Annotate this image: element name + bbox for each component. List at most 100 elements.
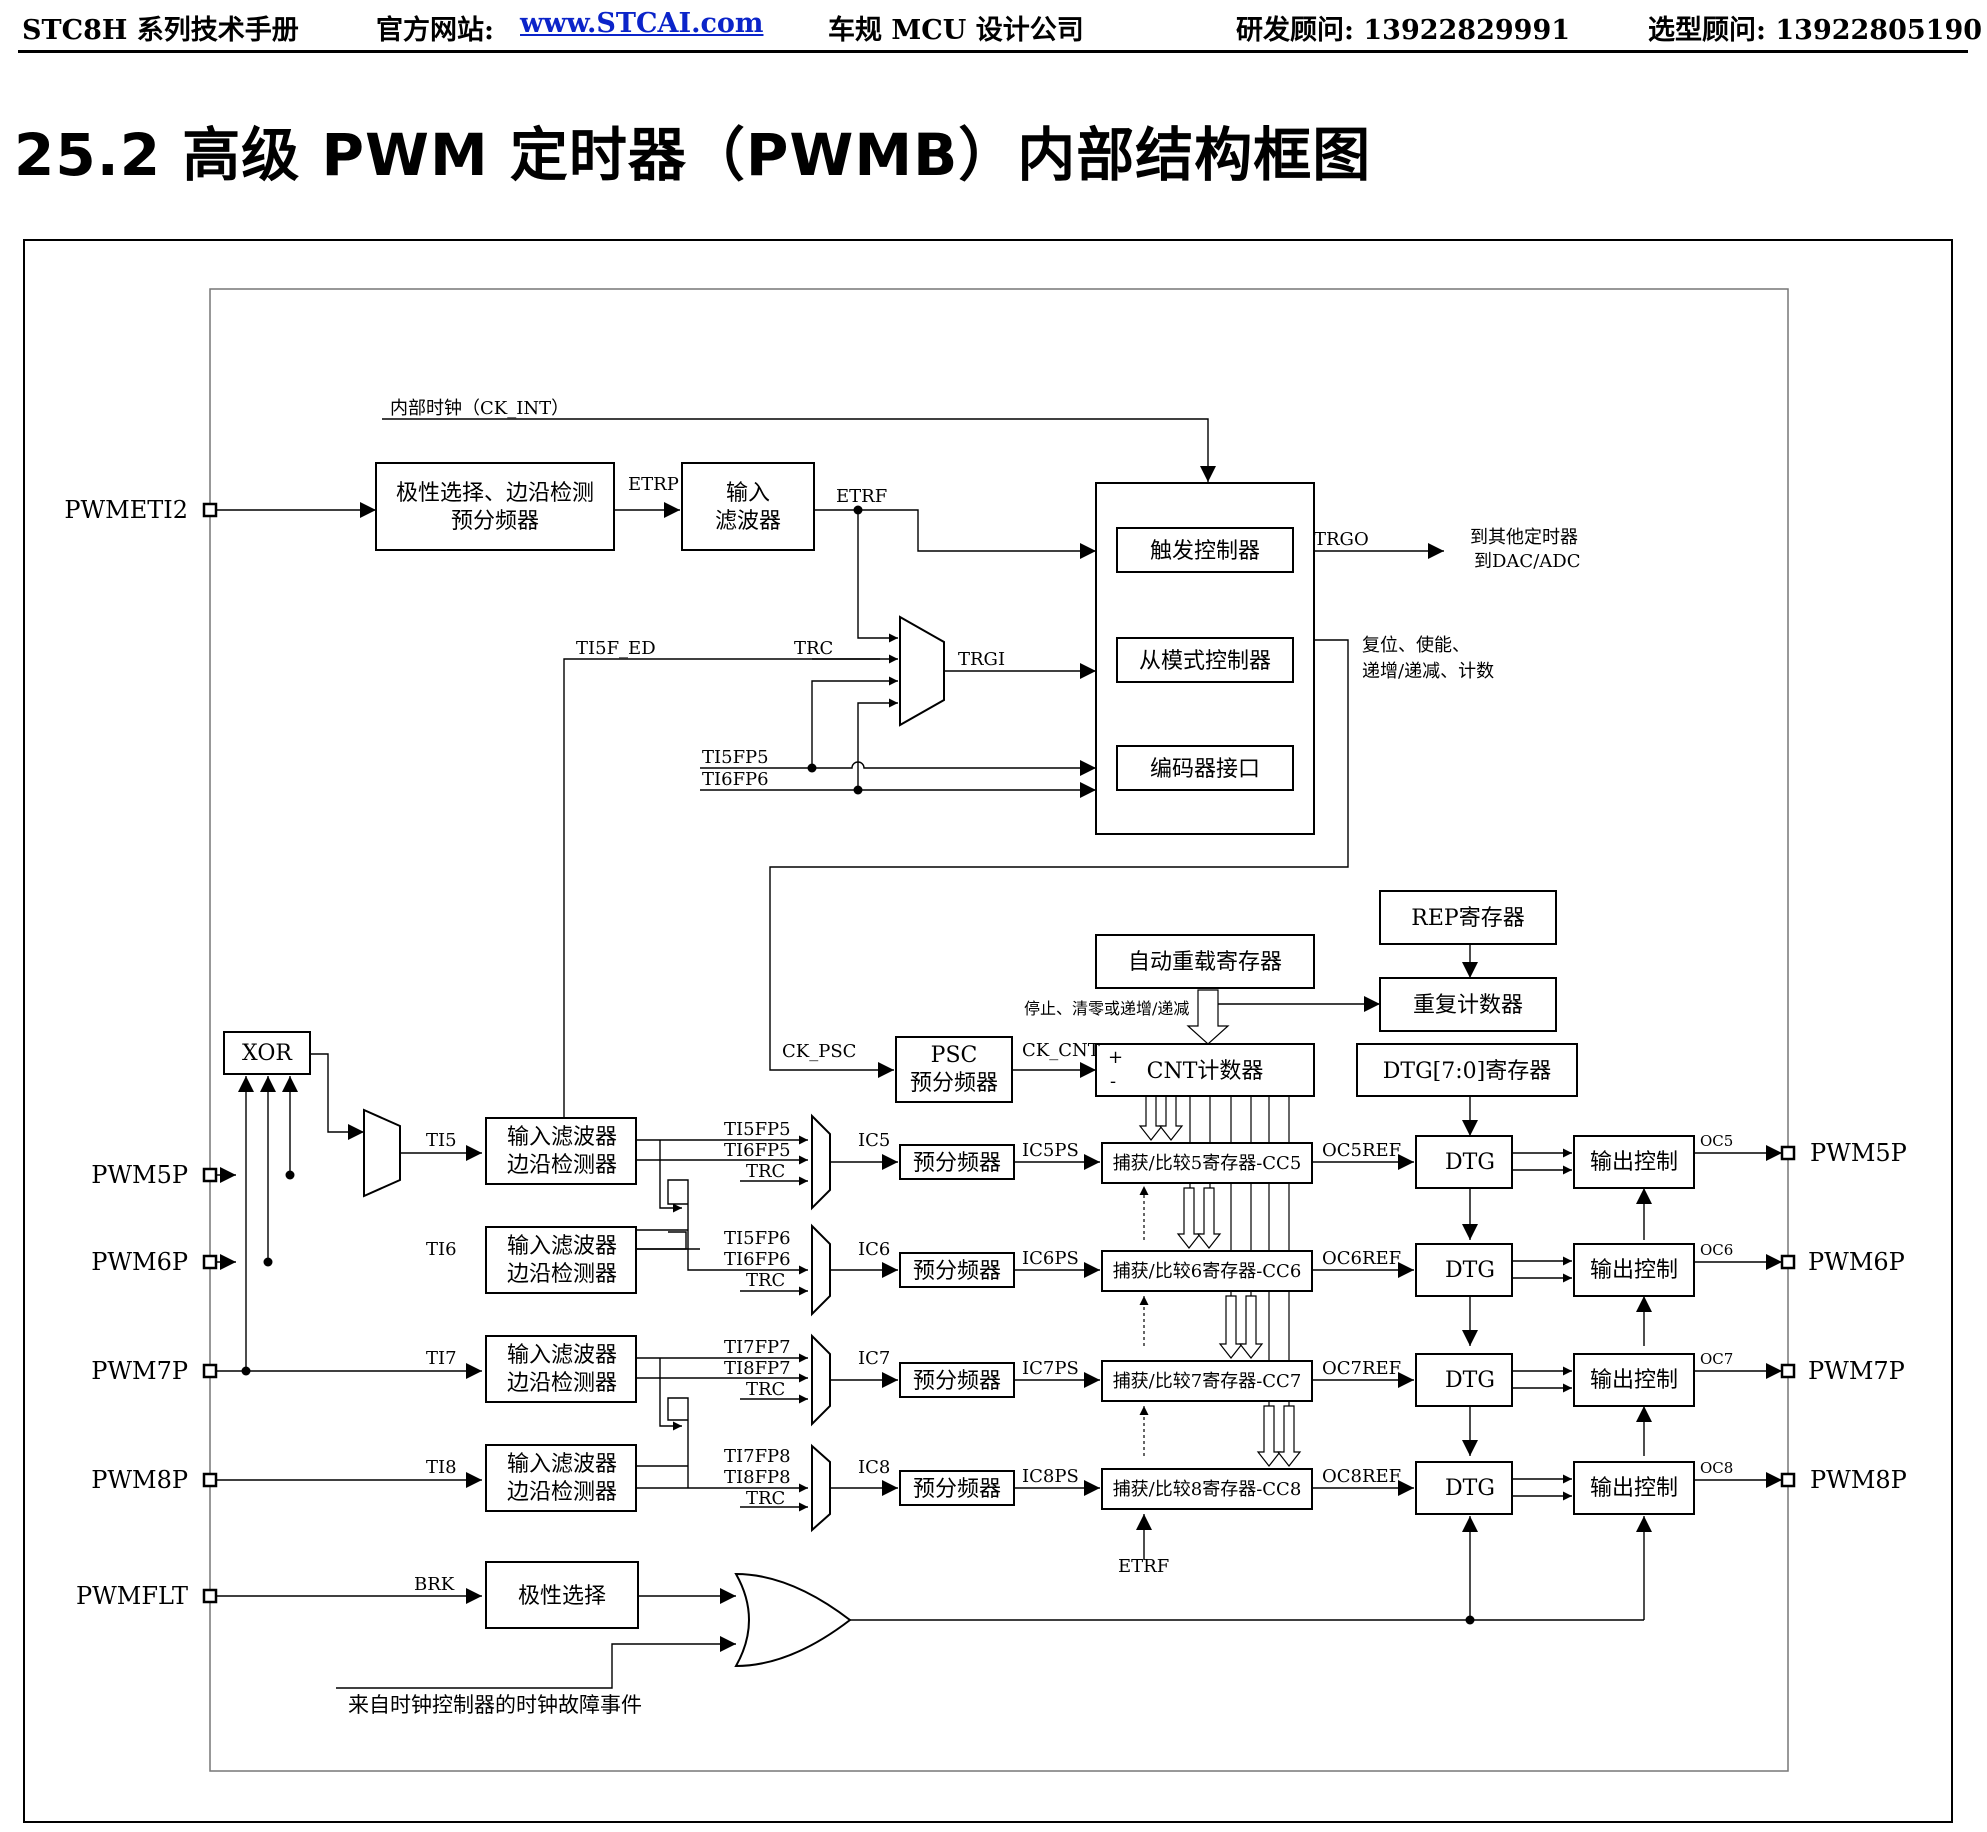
pin-pwmflt-marker: [202, 1588, 218, 1604]
pin-pwm7p-out-marker: [1780, 1363, 1796, 1379]
sig-oc7: OC7: [1700, 1350, 1733, 1368]
pin-pwm6p-out-marker: [1780, 1254, 1796, 1270]
sig-stop-clear: 停止、清零或递增/递减: [1024, 999, 1189, 1018]
sig-trgo: TRGO: [1314, 529, 1369, 550]
trigger-ctrl-label: 触发控制器: [1150, 539, 1260, 564]
site-link[interactable]: www.STCAI.com: [520, 8, 764, 39]
repeat-counter-label: 重复计数器: [1413, 993, 1523, 1018]
rd-consultant: 研发顾问: 13922829991: [1236, 15, 1571, 46]
sig-ch7-trc: TRC: [746, 1379, 785, 1400]
sig-trgi: TRGI: [958, 649, 1005, 670]
sig-ck-psc: CK_PSC: [782, 1041, 856, 1062]
polarity-label: 极性选择: [518, 1584, 606, 1609]
pin-pwm8p-out-marker: [1780, 1472, 1796, 1488]
psc-label-2: 预分频器: [910, 1071, 998, 1096]
sig-plus: +: [1108, 1047, 1123, 1068]
pin-pwmeti2-label: PWMETI2: [64, 496, 188, 524]
sig-ti7: TI7: [426, 1348, 457, 1369]
sel-consultant: 选型顾问: 13922805190: [1648, 15, 1983, 46]
cc7-label: 捕获/比较7寄存器-CC7: [1113, 1371, 1302, 1392]
encoder-if-block: [1116, 745, 1294, 791]
sig-oc8: OC8: [1700, 1459, 1733, 1477]
sig-oc7ref: OC7REF: [1322, 1358, 1401, 1379]
sig-ch8-a: TI7FP8: [724, 1446, 791, 1467]
pin-pwm6p-in-marker: [202, 1254, 218, 1270]
pin-pwm7p-in-marker: [202, 1363, 218, 1379]
prescaler8-label: 预分频器: [913, 1477, 1001, 1502]
rep-reg-label: REP寄存器: [1411, 906, 1524, 931]
sig-ic8: IC8: [858, 1457, 890, 1478]
sig-oc6ref: OC6REF: [1322, 1248, 1401, 1269]
sig-ic7: IC7: [858, 1348, 890, 1369]
cnt-label: CNT计数器: [1147, 1059, 1264, 1084]
out-ctrl8-label: 输出控制: [1590, 1476, 1678, 1501]
sig-ch8-b: TI8FP8: [724, 1467, 791, 1488]
sig-ch7-a: TI7FP7: [724, 1337, 791, 1358]
auto-reload-label: 自动重载寄存器: [1128, 950, 1282, 975]
sig-oc8ref: OC8REF: [1322, 1466, 1401, 1487]
sig-reset-2: 递增/递减、计数: [1362, 661, 1494, 682]
pin-pwm5p-in-label: PWM5P: [91, 1161, 188, 1189]
section-title: 25.2 高级 PWM 定时器（PWMB）内部结构框图: [14, 121, 1372, 189]
dtg5-label: DTG: [1445, 1150, 1495, 1175]
filt5-label-1: 输入滤波器: [507, 1125, 617, 1150]
dtg-reg-block: [1356, 1043, 1578, 1097]
sig-ic6: IC6: [858, 1239, 890, 1260]
filt7-label-2: 边沿检测器: [507, 1371, 617, 1396]
sig-trc: TRC: [794, 638, 833, 659]
sig-ch6-a: TI5FP6: [724, 1228, 791, 1249]
pin-pwm6p-in-label: PWM6P: [91, 1248, 188, 1276]
site-label: 官方网站:: [376, 15, 494, 46]
page-header: STC8H 系列技术手册 官方网站: www.STCAI.com 车规 MCU …: [0, 0, 1987, 56]
pin-pwm8p-in-label: PWM8P: [91, 1466, 188, 1494]
filt5-label-2: 边沿检测器: [507, 1153, 617, 1178]
sig-ti5fp5: TI5FP5: [702, 747, 769, 768]
sig-ic6ps: IC6PS: [1022, 1248, 1079, 1269]
sig-ti6: TI6: [426, 1239, 457, 1260]
pin-pwm7p-out-label: PWM7P: [1808, 1357, 1905, 1385]
input-filter-text-2: 滤波器: [715, 509, 781, 534]
sig-to-other-2: 到DAC/ADC: [1474, 551, 1580, 572]
cc8-label: 捕获/比较8寄存器-CC8: [1113, 1479, 1302, 1500]
sig-etrp: ETRP: [628, 474, 679, 495]
filt6-label-2: 边沿检测器: [507, 1262, 617, 1287]
prescaler6-label: 预分频器: [913, 1259, 1001, 1284]
pin-pwm5p-out-label: PWM5P: [1810, 1139, 1907, 1167]
sig-etrf-bottom: ETRF: [1118, 1556, 1169, 1577]
pin-pwm6p-out-label: PWM6P: [1808, 1248, 1905, 1276]
polarity-edge-text-1: 极性选择、边沿检测: [396, 481, 594, 506]
timer-boundary: [209, 288, 1789, 1772]
polarity-edge-text-2: 预分频器: [451, 509, 539, 534]
sig-ch6-trc: TRC: [746, 1270, 785, 1291]
filt7-label-1: 输入滤波器: [507, 1343, 617, 1368]
filt6-label-1: 输入滤波器: [507, 1234, 617, 1259]
input-filter-text-1: 输入: [726, 481, 770, 506]
filt8-label-2: 边沿检测器: [507, 1480, 617, 1505]
site-link-wrap[interactable]: www.STCAI.com: [520, 8, 764, 39]
xor-block: [223, 1031, 311, 1075]
input-filter-block: [681, 462, 815, 551]
sig-ch5-a: TI5FP5: [724, 1119, 791, 1140]
prescaler5-label: 预分频器: [913, 1151, 1001, 1176]
out-ctrl7-label: 输出控制: [1590, 1368, 1678, 1393]
dtg-reg-label: DTG[7:0]寄存器: [1383, 1059, 1551, 1084]
sig-ti5f-ed: TI5F_ED: [576, 638, 656, 659]
sig-clock-fail: 来自时钟控制器的时钟故障事件: [348, 1693, 642, 1717]
sig-ch7-b: TI8FP7: [724, 1358, 791, 1379]
sig-etrf: ETRF: [836, 486, 887, 507]
sig-ch8-trc: TRC: [746, 1488, 785, 1509]
sig-ch5-trc: TRC: [746, 1161, 785, 1182]
pin-pwm5p-out-marker: [1780, 1145, 1796, 1161]
sig-ti5: TI5: [426, 1130, 457, 1151]
sig-to-other-1: 到其他定时器: [1470, 527, 1578, 548]
sig-ch6-b: TI6FP6: [724, 1249, 791, 1270]
sig-ic8ps: IC8PS: [1022, 1466, 1079, 1487]
cc5-label: 捕获/比较5寄存器-CC5: [1113, 1153, 1302, 1174]
sig-ch5-b: TI6FP5: [724, 1140, 791, 1161]
sig-ck-cnt: CK_CNT: [1022, 1040, 1100, 1061]
xor-label: XOR: [242, 1041, 293, 1066]
sig-ic5ps: IC5PS: [1022, 1140, 1079, 1161]
pin-pwm8p-out-label: PWM8P: [1810, 1466, 1907, 1494]
slave-ctrl-label: 从模式控制器: [1139, 649, 1271, 674]
